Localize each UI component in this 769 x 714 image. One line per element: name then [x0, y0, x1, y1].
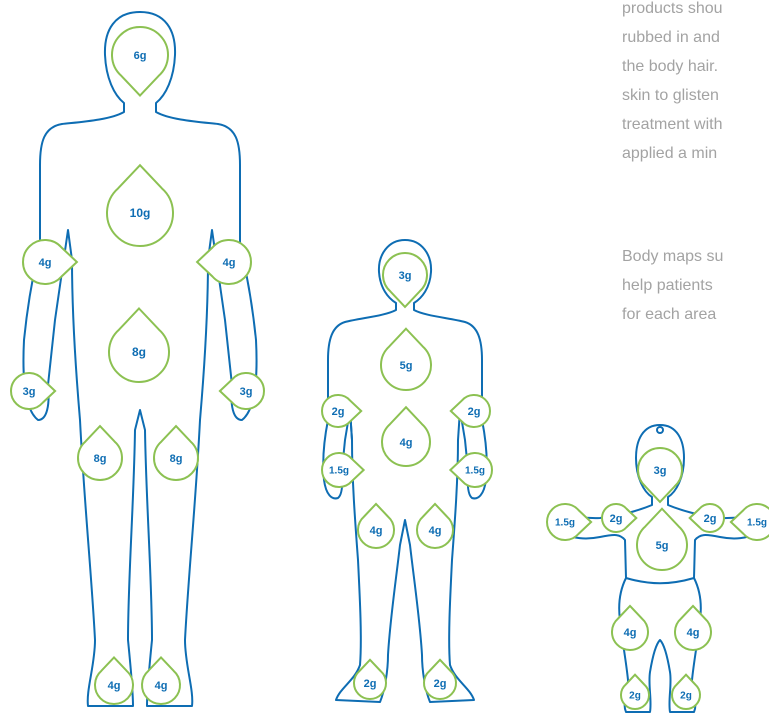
dose-drop-adult-head: 6g — [112, 27, 168, 96]
dose-drop-adult-abdomen: 8g — [109, 309, 169, 382]
dose-label: 4g — [223, 257, 236, 269]
dose-drop-child-left-hand: 1.5g — [322, 453, 364, 487]
dose-drop-infant-right-arm: 2g — [690, 504, 724, 532]
dose-drop-child-right-arm: 2g — [451, 395, 490, 427]
dose-drop-adult-right-arm: 4g — [197, 240, 251, 284]
dose-label: 8g — [94, 453, 107, 465]
dose-drop-infant-right-hand: 1.5g — [731, 504, 769, 540]
paragraph-1-line: products shou — [622, 0, 769, 23]
dose-label: 6g — [134, 50, 147, 62]
dose-label: 4g — [624, 627, 637, 639]
dose-drop-infant-left-foot: 2g — [621, 675, 649, 709]
dose-label: 2g — [629, 691, 641, 702]
paragraph-1-line: rubbed in and — [622, 23, 769, 52]
dose-drop-adult-right-hand: 3g — [220, 373, 264, 409]
dose-label: 4g — [108, 680, 121, 692]
dose-label: 4g — [687, 627, 700, 639]
dose-label: 1.5g — [329, 466, 349, 477]
dose-drop-adult-chest: 10g — [107, 165, 173, 246]
paragraph-1-line: the body hair. — [622, 52, 769, 81]
dose-drop-child-chest: 5g — [381, 329, 431, 390]
dose-label: 4g — [370, 525, 383, 537]
paragraph-2-line: help patients — [622, 271, 769, 300]
dose-drop-adult-left-thigh: 8g — [78, 426, 122, 480]
dose-label: 3g — [23, 386, 36, 398]
dose-drop-adult-right-foot: 4g — [142, 657, 180, 704]
dose-drop-adult-left-foot: 4g — [95, 657, 133, 704]
dose-label: 1.5g — [747, 518, 767, 529]
dose-drop-infant-left-hand: 1.5g — [547, 504, 591, 540]
dose-drop-infant-head: 3g — [638, 448, 682, 502]
dose-label: 4g — [429, 525, 442, 537]
dose-drop-child-abdomen: 4g — [382, 407, 430, 466]
paragraph-1: products shou rubbed in and the body hai… — [622, 0, 769, 168]
dose-label: 4g — [155, 680, 168, 692]
infant-hair-curl — [657, 427, 663, 433]
dose-label: 8g — [132, 345, 146, 359]
dose-label: 3g — [654, 465, 667, 477]
dose-label: 2g — [468, 406, 481, 418]
dose-label: 2g — [610, 513, 623, 525]
dose-label: 4g — [39, 257, 52, 269]
dose-label: 2g — [434, 678, 447, 690]
paragraph-2: Body maps su help patients for each area — [622, 242, 769, 329]
dose-label: 10g — [130, 206, 151, 220]
dose-drop-child-right-thigh: 4g — [417, 504, 453, 548]
dose-drop-child-left-thigh: 4g — [358, 504, 394, 548]
paragraph-1-line: applied a min — [622, 139, 769, 168]
dose-label: 8g — [170, 453, 183, 465]
dose-label: 3g — [399, 270, 412, 282]
paragraph-1-line: treatment with — [622, 110, 769, 139]
paragraph-2-line: for each area — [622, 300, 769, 329]
dose-drop-adult-left-arm: 4g — [23, 240, 77, 284]
dose-drop-child-left-arm: 2g — [322, 395, 361, 427]
dose-label: 2g — [364, 678, 377, 690]
dose-drop-infant-right-foot: 2g — [672, 675, 700, 709]
dose-label: 2g — [680, 691, 692, 702]
dose-drop-infant-trunk: 5g — [637, 509, 687, 570]
dose-label: 5g — [656, 540, 669, 552]
infant-diaper-line — [626, 578, 694, 583]
dose-label: 5g — [400, 360, 413, 372]
dose-label: 1.5g — [465, 466, 485, 477]
dose-label: 4g — [400, 437, 413, 449]
paragraph-2-line: Body maps su — [622, 242, 769, 271]
dose-label: 2g — [704, 513, 717, 525]
dose-drop-infant-left-arm: 2g — [602, 504, 636, 532]
dose-drop-adult-right-thigh: 8g — [154, 426, 198, 480]
dose-label: 2g — [332, 406, 345, 418]
dose-label: 1.5g — [555, 518, 575, 529]
dose-drop-infant-left-leg: 4g — [612, 606, 648, 650]
paragraph-1-line: skin to glisten — [622, 81, 769, 110]
dose-label: 3g — [240, 386, 253, 398]
dose-drop-infant-right-leg: 4g — [675, 606, 711, 650]
